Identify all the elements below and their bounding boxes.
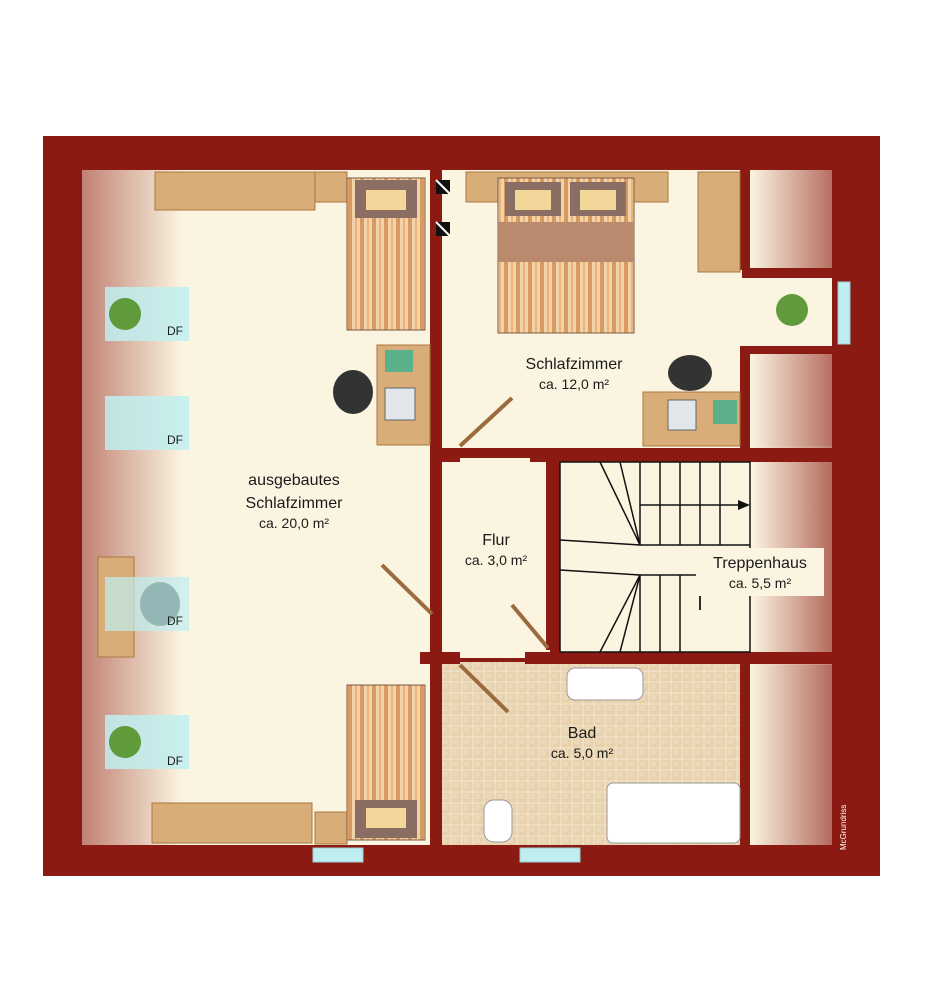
vent-1-mark xyxy=(435,179,451,195)
stairwell-label-bg xyxy=(696,548,824,596)
side-table-bottom xyxy=(314,811,348,845)
wall-alcove-bottom xyxy=(742,346,837,354)
chair-1 xyxy=(333,370,373,414)
bathroom-area: ca. 5,0 m² xyxy=(551,745,614,761)
wall-bottom xyxy=(62,845,852,865)
window-bottom-2 xyxy=(519,847,581,863)
big-bedroom-name-2: Schlafzimmer xyxy=(246,495,344,512)
bedroom-name: Schlafzimmer xyxy=(526,356,624,373)
big-bedroom-area: ca. 20,0 m² xyxy=(259,515,329,531)
window-bottom-1 xyxy=(312,847,364,863)
door-bathroom[interactable] xyxy=(458,663,510,714)
desk-1-laptop xyxy=(384,387,416,421)
wall-left-vertical xyxy=(430,152,442,852)
bedroom-roof-area xyxy=(750,170,835,270)
bedroom-area: ca. 12,0 m² xyxy=(539,376,609,392)
wall-hall-top xyxy=(430,448,460,462)
double-bed-cover xyxy=(498,222,634,262)
side-table-top xyxy=(314,171,348,203)
wall-left xyxy=(62,152,82,865)
plant-2-icon xyxy=(776,294,808,326)
wall-bedroom-right-2 xyxy=(740,346,750,450)
bathtub xyxy=(606,782,741,844)
chair-2 xyxy=(668,355,712,391)
wardrobe-top xyxy=(154,171,316,211)
stair-arrow-icon xyxy=(738,500,750,510)
wall-stair-left xyxy=(546,460,556,650)
bedroom-wardrobe xyxy=(697,171,741,273)
window-right xyxy=(837,281,851,345)
big-bedroom-name-1: ausgebautes xyxy=(248,472,340,489)
wall-bath-top xyxy=(525,652,835,664)
double-bed-pillow-2-inner xyxy=(580,190,616,210)
bed-bottom-pillow-inner xyxy=(366,808,406,828)
skylight-3-label: DF xyxy=(167,614,183,628)
bedroom-roof-area-2 xyxy=(750,352,835,446)
sink xyxy=(566,667,644,701)
hallway-name: Flur xyxy=(482,532,510,549)
door-big-bedroom[interactable] xyxy=(380,563,434,616)
bathroom-name: Bad xyxy=(568,725,596,742)
wall-alcove-top xyxy=(742,268,837,278)
skylight-1-label: DF xyxy=(167,324,183,338)
hallway-area: ca. 3,0 m² xyxy=(465,552,528,568)
skylight-4-label: DF xyxy=(167,754,183,768)
toilet xyxy=(483,799,513,843)
wall-bath-right xyxy=(740,655,750,845)
wall-right xyxy=(832,152,850,865)
wall-top xyxy=(62,152,852,170)
door-bedroom[interactable] xyxy=(458,396,514,448)
skylight-3 xyxy=(105,577,189,631)
skylight-2-label: DF xyxy=(167,433,183,447)
desk-2-book xyxy=(713,400,737,424)
desk-2-laptop xyxy=(667,399,697,431)
stairwell-name: Treppenhaus xyxy=(713,555,807,572)
wall-bedroom-right xyxy=(740,160,750,270)
double-bed-pillow-1-inner xyxy=(515,190,551,210)
wardrobe-bottom xyxy=(151,802,313,844)
skylight-2 xyxy=(105,396,189,450)
bath-roof xyxy=(750,665,832,845)
wall-bedroom-bottom xyxy=(530,448,835,462)
door-stairwell[interactable] xyxy=(510,603,550,650)
watermark: McGrundriss xyxy=(839,805,848,850)
bed-top-pillow-inner xyxy=(366,190,406,210)
stairwell-area: ca. 5,5 m² xyxy=(729,575,792,591)
desk-1-book xyxy=(385,350,413,372)
plant-4-icon xyxy=(109,726,141,758)
vent-2-mark xyxy=(435,221,451,237)
plant-1-icon xyxy=(109,298,141,330)
hallway-floor xyxy=(442,458,550,658)
wall-hall-bottom xyxy=(420,652,460,664)
